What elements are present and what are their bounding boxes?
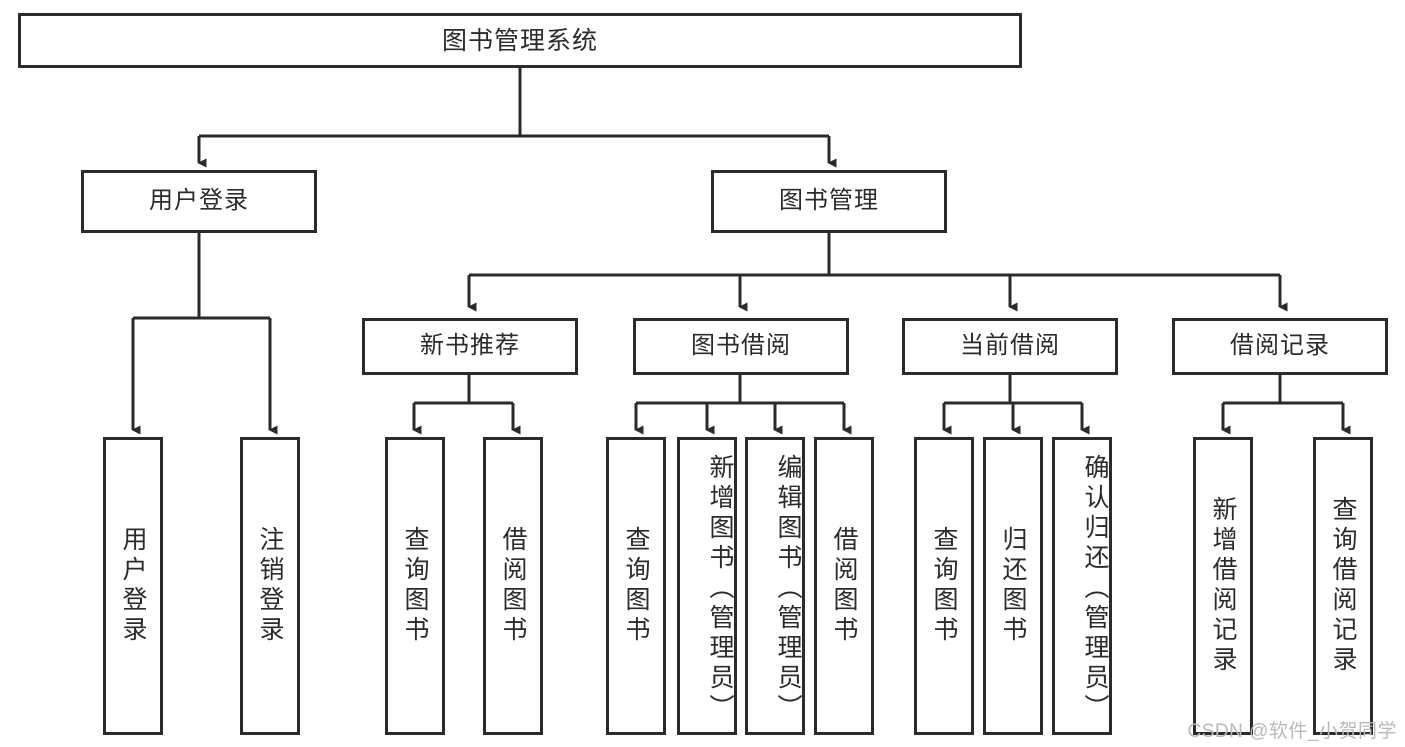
node-new-book-recommend[interactable]: 新书推荐: [362, 318, 578, 375]
leaf-book-borrow-add-book-admin[interactable]: 新增图书（管理员）: [677, 437, 737, 735]
csdn-watermark: CSDN @软件_小贺同学: [1187, 721, 1397, 742]
leaf-user-login-login[interactable]: 用户登录: [103, 437, 163, 735]
leaf-current-borrow-return-book[interactable]: 归还图书: [983, 437, 1043, 735]
leaf-borrow-record-add-record[interactable]: 新增借阅记录: [1193, 437, 1253, 735]
leaf-user-login-logout[interactable]: 注销登录: [240, 437, 300, 735]
node-borrow-record[interactable]: 借阅记录: [1172, 318, 1388, 375]
leaf-new-book-query-book[interactable]: 查询图书: [385, 437, 445, 735]
leaf-current-borrow-confirm-return-admin[interactable]: 确认归还（管理员）: [1052, 437, 1112, 735]
node-root-library-system[interactable]: 图书管理系统: [18, 13, 1022, 68]
node-user-login[interactable]: 用户登录: [81, 170, 317, 233]
leaf-book-borrow-edit-book-admin[interactable]: 编辑图书（管理员）: [745, 437, 805, 735]
leaf-borrow-record-query-record[interactable]: 查询借阅记录: [1313, 437, 1373, 735]
leaf-new-book-borrow-book[interactable]: 借阅图书: [483, 437, 543, 735]
leaf-book-borrow-query-book[interactable]: 查询图书: [606, 437, 666, 735]
node-book-management[interactable]: 图书管理: [711, 170, 947, 233]
leaf-book-borrow-borrow-book[interactable]: 借阅图书: [814, 437, 874, 735]
node-book-borrow[interactable]: 图书借阅: [633, 318, 849, 375]
leaf-current-borrow-query-book[interactable]: 查询图书: [914, 437, 974, 735]
node-current-borrow[interactable]: 当前借阅: [902, 318, 1118, 375]
